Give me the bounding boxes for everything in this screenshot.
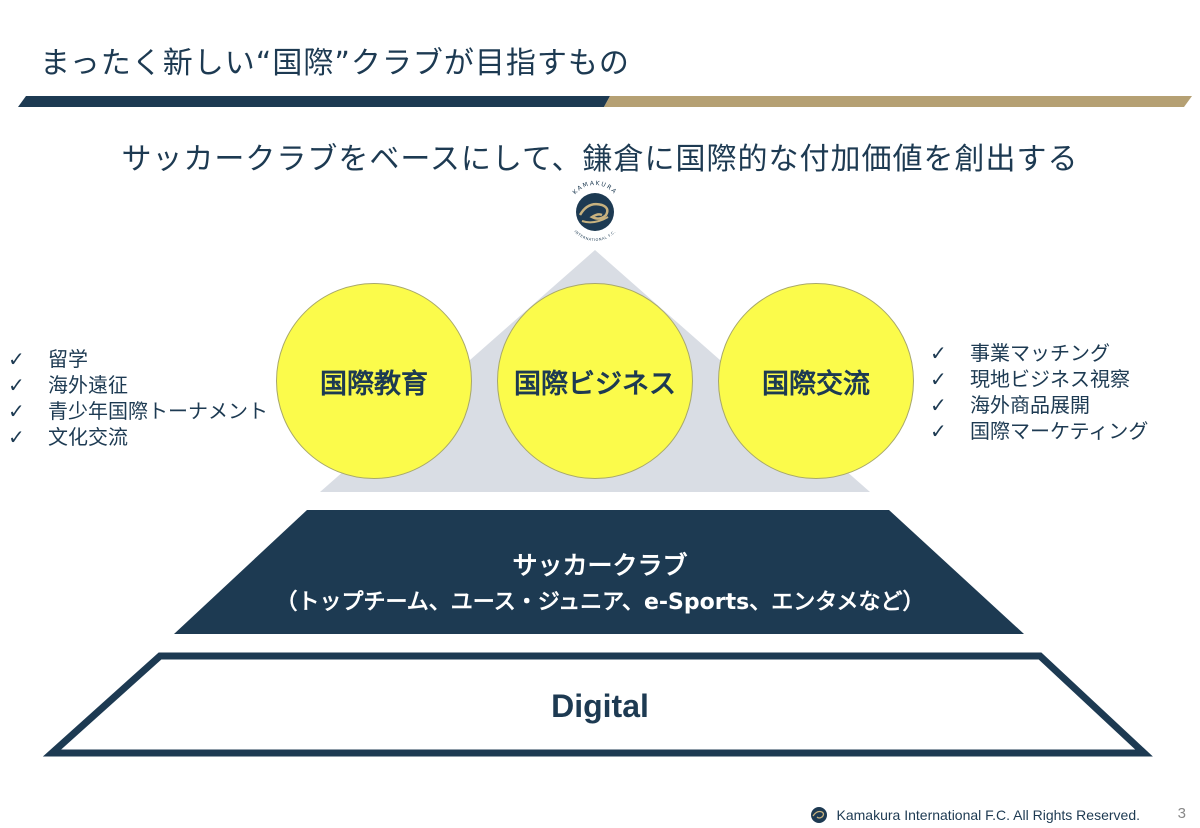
pillar-exchange: 国際交流 (718, 283, 914, 479)
slide-subtitle: サッカークラブをベースにして、鎌倉に国際的な付加価値を創出する (121, 142, 1079, 177)
list-item: ✓事業マッチング (930, 341, 1110, 365)
check-icon: ✓ (930, 393, 947, 417)
list-item: ✓海外遠征 (8, 373, 128, 397)
header-divider (0, 96, 1200, 107)
club-logo-small-icon (809, 805, 829, 825)
education-checklist: ✓留学 ✓海外遠征 ✓青少年国際トーナメント ✓文化交流 (8, 346, 268, 450)
club-tier-shape (174, 510, 1024, 634)
copyright-text: Kamakura International F.C. All Rights R… (836, 807, 1140, 823)
check-icon: ✓ (930, 419, 947, 443)
check-icon: ✓ (8, 425, 25, 449)
check-icon: ✓ (930, 367, 947, 391)
list-item: ✓国際マーケティング (930, 419, 1149, 443)
footer: Kamakura International F.C. All Rights R… (809, 805, 1140, 825)
digital-tier-shape (42, 652, 1153, 757)
pillar-education: 国際教育 (276, 283, 472, 479)
club-tier-detail: （トップチーム、ユース・ジュニア、e-Sports、エンタメなど） (275, 590, 925, 615)
list-item: ✓海外商品展開 (930, 393, 1090, 417)
page-number: 3 (1177, 805, 1186, 822)
club-tier-title: サッカークラブ (512, 551, 688, 580)
business-checklist: ✓事業マッチング ✓現地ビジネス視察 ✓海外商品展開 ✓国際マーケティング (930, 340, 1148, 444)
list-item: ✓文化交流 (8, 425, 128, 449)
digital-tier-label: Digital (551, 688, 649, 724)
list-item: ✓留学 (8, 347, 88, 371)
pillar-label: 国際教育 (320, 368, 428, 400)
list-item: ✓現地ビジネス視察 (930, 367, 1130, 391)
list-item: ✓青少年国際トーナメント (8, 399, 268, 423)
check-icon: ✓ (930, 341, 947, 365)
check-icon: ✓ (8, 373, 25, 397)
slide-title: まったく新しい“国際”クラブが目指すもの (40, 46, 630, 81)
pillar-label: 国際ビジネス (514, 368, 676, 400)
pillar-label: 国際交流 (762, 368, 870, 400)
pillar-business: 国際ビジネス (497, 283, 693, 479)
check-icon: ✓ (8, 399, 25, 423)
club-logo: KAMAKURA INTERNATIONAL F.C. (560, 175, 630, 245)
check-icon: ✓ (8, 347, 25, 371)
